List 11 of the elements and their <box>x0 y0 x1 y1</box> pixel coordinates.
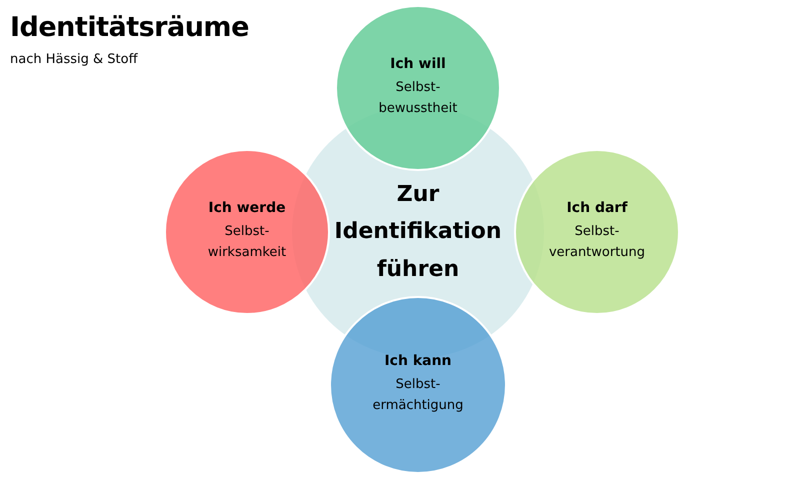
circle-label: Selbst- ermächtigung <box>372 376 464 415</box>
title: Identitätsräume <box>10 12 249 43</box>
center-label: Zur Identifikation führen <box>333 180 503 284</box>
circle-heading: Ich will <box>390 56 446 72</box>
circle-heading: Ich werde <box>208 200 286 216</box>
circle-label: Selbst- verantwortung <box>548 223 646 262</box>
circle-label: Selbst- wirksamkeit <box>206 223 288 262</box>
circle-heading: Ich darf <box>566 200 628 216</box>
circle-label: Selbst- bewusstheit <box>378 79 458 118</box>
subtitle: nach Hässig & Stoff <box>10 52 138 67</box>
circle-heading: Ich kann <box>384 353 452 370</box>
